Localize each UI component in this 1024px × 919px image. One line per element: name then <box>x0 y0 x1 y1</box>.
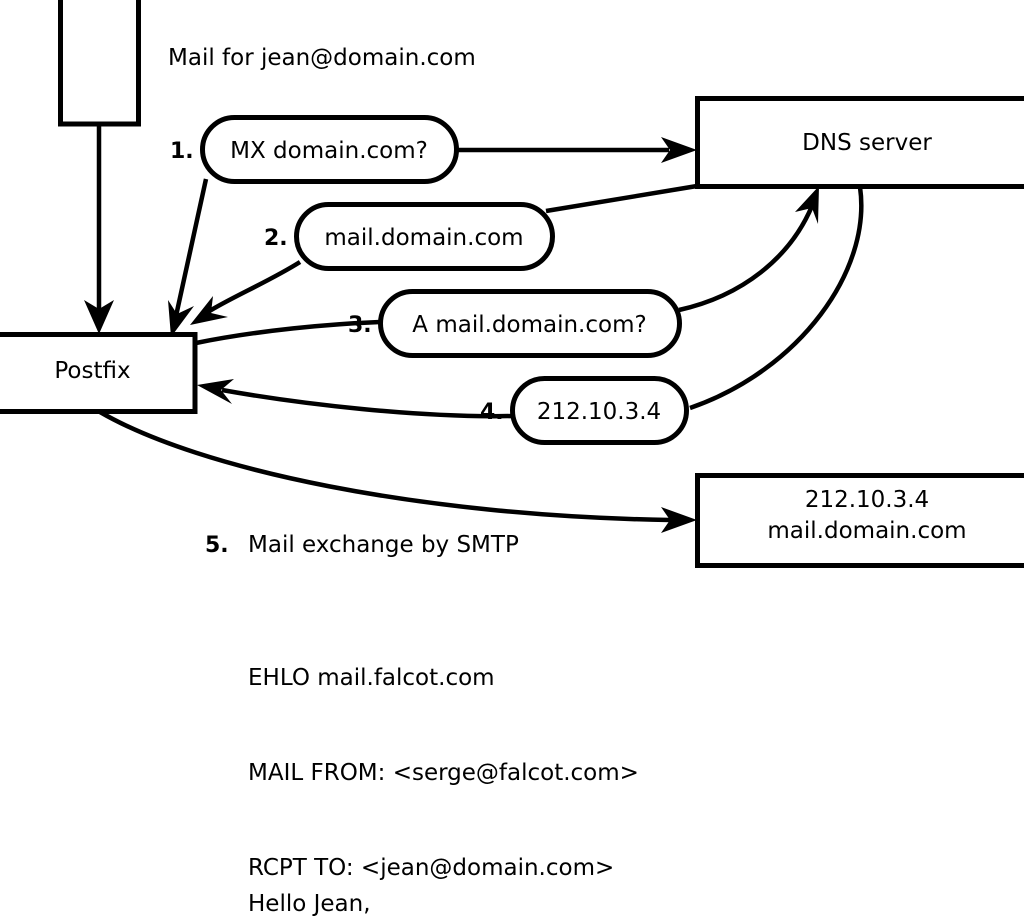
postfix-box <box>0 332 198 414</box>
smtp-line: RCPT TO: <jean@domain.com> <box>248 855 615 882</box>
bubble-step1-label: MX domain.com? <box>230 138 428 164</box>
step-1-number: 1. <box>170 139 194 164</box>
bubble-step3-shape <box>378 289 682 358</box>
dns-server-box <box>695 96 1024 189</box>
target-server-box <box>695 473 1024 568</box>
arrowhead-step1-into-postfix <box>168 300 194 337</box>
bubble-step3-label: A mail.domain.com? <box>412 312 647 338</box>
smtp-line: MAIL FROM: <serge@falcot.com> <box>248 759 639 786</box>
arrowhead-bubble1-to-dns <box>661 137 697 163</box>
bubble-step1-shape <box>200 115 459 184</box>
edge-dns-to-bubble4 <box>689 186 864 411</box>
dns-server-label: DNS server <box>802 130 932 156</box>
arrowhead-bubble3-to-dns <box>795 186 819 224</box>
step-2-number: 2. <box>264 226 288 251</box>
postfix-label: Postfix <box>54 358 131 384</box>
bubble-step2-shape <box>294 202 555 271</box>
message-body: Hello Jean, [...] . <box>248 825 371 919</box>
edge-dns-to-bubble2 <box>545 183 698 214</box>
mail-for-caption: Mail for jean@domain.com <box>168 45 476 71</box>
edge-postfix-to-bubble1 <box>173 178 209 317</box>
arrowhead-bubble4-to-postfix <box>197 379 234 404</box>
smtp-transcript: EHLO mail.falcot.com MAIL FROM: <serge@f… <box>248 599 639 919</box>
step-3-number: 3. <box>348 313 372 338</box>
edge-bubble2-to-postfix <box>206 260 302 314</box>
step-5-caption: Mail exchange by SMTP <box>248 532 519 558</box>
arrowhead-bubble2-to-postfix <box>190 296 228 325</box>
edge-postfix-to-bubble3 <box>195 319 381 346</box>
target-server-label-line1: 212.10.3.4 <box>804 487 930 513</box>
edge-bubble3-to-dns <box>678 205 815 313</box>
edge-bubble4-to-postfix <box>221 387 513 419</box>
message-line: Hello Jean, <box>248 890 371 917</box>
target-server-label-line2: mail.domain.com <box>767 518 967 544</box>
arrowhead-sender-to-postfix <box>84 300 114 334</box>
bubble-step4-label: 212.10.3.4 <box>536 399 662 425</box>
sender-box <box>58 0 141 127</box>
step-5-number: 5. <box>205 533 229 558</box>
arrowhead-postfix-to-target <box>661 507 697 533</box>
bubble-step2-label: mail.domain.com <box>324 225 524 251</box>
bubble-step4-shape <box>510 376 689 445</box>
edge-postfix-to-target <box>98 410 671 523</box>
smtp-line: EHLO mail.falcot.com <box>248 664 495 691</box>
step-4-number: 4. <box>480 400 504 425</box>
